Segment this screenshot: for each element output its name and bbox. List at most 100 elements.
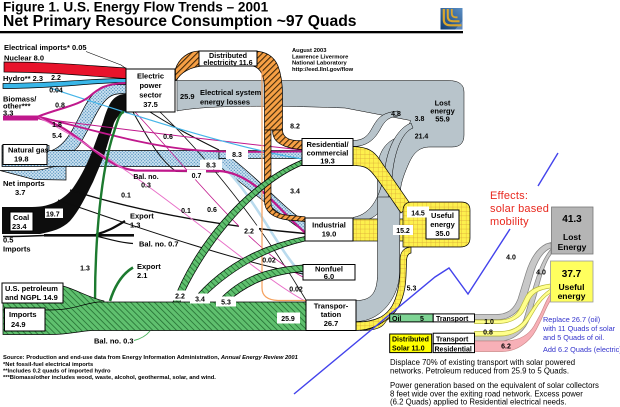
svg-text:0.1: 0.1 bbox=[121, 193, 131, 200]
svg-text:0.1: 0.1 bbox=[181, 208, 191, 215]
svg-text:Residential: Residential bbox=[435, 346, 472, 353]
svg-text:Distributed: Distributed bbox=[392, 337, 429, 344]
svg-text:Transpor-: Transpor- bbox=[314, 302, 349, 311]
svg-text:***Biomass/other includes wood: ***Biomass/other includes wood, waste, a… bbox=[3, 375, 216, 381]
svg-text:**Includes 0.2 quads of import: **Includes 0.2 quads of imported hydro bbox=[3, 369, 111, 375]
svg-text:energy: energy bbox=[558, 291, 586, 301]
svg-text:2.1: 2.1 bbox=[137, 271, 147, 280]
svg-text:41.3: 41.3 bbox=[562, 214, 582, 225]
svg-text:Source: Production and end-us: Source: Production and end-use data from… bbox=[3, 355, 298, 361]
svg-text:mobility: mobility bbox=[490, 216, 529, 228]
svg-text:25.9: 25.9 bbox=[180, 92, 195, 101]
svg-text:2.2: 2.2 bbox=[244, 229, 254, 236]
svg-text:Electrical imports* 0.05: Electrical imports* 0.05 bbox=[4, 43, 87, 52]
svg-text:19.8: 19.8 bbox=[14, 155, 29, 164]
svg-text:4.0: 4.0 bbox=[536, 270, 546, 277]
svg-text:August 2003: August 2003 bbox=[292, 48, 327, 54]
svg-text:Useful: Useful bbox=[559, 282, 585, 292]
svg-text:19.3: 19.3 bbox=[320, 157, 335, 166]
svg-text:electricity 11.6: electricity 11.6 bbox=[203, 58, 252, 67]
svg-text:0.7: 0.7 bbox=[192, 173, 202, 180]
svg-text:Lost: Lost bbox=[563, 232, 581, 242]
svg-text:0.8: 0.8 bbox=[55, 103, 65, 110]
svg-text:19.7: 19.7 bbox=[46, 212, 60, 219]
svg-text:tation: tation bbox=[321, 310, 342, 319]
svg-text:Natural gas: Natural gas bbox=[8, 146, 49, 155]
svg-text:6.0: 6.0 bbox=[324, 272, 334, 281]
svg-text:Transport: Transport bbox=[436, 316, 469, 323]
svg-text:http://eed.llnl.gov/flow: http://eed.llnl.gov/flow bbox=[292, 67, 354, 73]
svg-text:8.3: 8.3 bbox=[232, 152, 242, 159]
svg-text:Displace 70% of existing trans: Displace 70% of existing transport with … bbox=[390, 358, 575, 367]
svg-text:5: 5 bbox=[420, 316, 424, 323]
svg-text:0.02: 0.02 bbox=[289, 287, 303, 294]
svg-text:with 11 Quads of solar: with 11 Quads of solar bbox=[542, 324, 616, 333]
svg-text:Net imports: Net imports bbox=[3, 179, 45, 188]
svg-text:Coal: Coal bbox=[13, 213, 29, 222]
svg-text:8.3: 8.3 bbox=[206, 163, 216, 170]
svg-text:8 feet wide over the exiting r: 8 feet wide over the exiting road networ… bbox=[390, 390, 583, 399]
svg-text:0.8: 0.8 bbox=[483, 330, 493, 337]
svg-text:Nuclear 8.0: Nuclear 8.0 bbox=[4, 54, 44, 63]
svg-text:0.6: 0.6 bbox=[207, 207, 217, 214]
svg-text:Distributed: Distributed bbox=[209, 51, 247, 60]
svg-text:Imports: Imports bbox=[9, 310, 37, 319]
svg-text:1.3: 1.3 bbox=[130, 221, 140, 230]
svg-text:3.8: 3.8 bbox=[415, 116, 425, 123]
svg-text:24.9: 24.9 bbox=[11, 320, 26, 329]
svg-text:solar based: solar based bbox=[490, 203, 549, 215]
svg-text:Bal. no.: Bal. no. bbox=[133, 174, 158, 181]
svg-text:0.6: 0.6 bbox=[163, 134, 173, 141]
svg-text:4.0: 4.0 bbox=[506, 255, 516, 262]
svg-text:3.4: 3.4 bbox=[195, 297, 205, 304]
svg-text:National Laboratory: National Laboratory bbox=[292, 61, 348, 67]
svg-text:Figure 1. U.S. Energy Flow Tre: Figure 1. U.S. Energy Flow Trends – 2001 bbox=[3, 0, 269, 15]
svg-text:21.4: 21.4 bbox=[415, 134, 429, 141]
svg-text:37.7: 37.7 bbox=[562, 269, 582, 280]
svg-text:Biomass/: Biomass/ bbox=[3, 95, 37, 104]
svg-text:1.0: 1.0 bbox=[484, 319, 494, 326]
svg-text:23.4: 23.4 bbox=[12, 222, 27, 231]
svg-text:power: power bbox=[139, 81, 161, 90]
svg-text:8.2: 8.2 bbox=[290, 124, 300, 131]
svg-text:26.7: 26.7 bbox=[324, 319, 339, 328]
svg-text:commercial: commercial bbox=[307, 149, 349, 158]
svg-text:25.9: 25.9 bbox=[281, 316, 295, 323]
svg-text:Export: Export bbox=[130, 212, 154, 221]
svg-text:Export: Export bbox=[137, 262, 161, 271]
svg-text:14.5: 14.5 bbox=[411, 211, 425, 218]
svg-text:Oil: Oil bbox=[392, 316, 401, 323]
svg-text:Power generation based on the: Power generation based on the equivalent… bbox=[390, 381, 599, 390]
svg-text:0.5: 0.5 bbox=[3, 236, 13, 245]
svg-text:Lawrence Livermore: Lawrence Livermore bbox=[292, 54, 349, 60]
svg-text:0.02: 0.02 bbox=[262, 258, 276, 265]
svg-text:networks. Petroleum reduced f: networks. Petroleum reduced from 25.9 to… bbox=[390, 367, 569, 376]
svg-text:Energy: Energy bbox=[558, 242, 587, 252]
svg-text:5.3: 5.3 bbox=[221, 300, 231, 307]
svg-text:0.3: 0.3 bbox=[141, 183, 151, 190]
svg-text:Residential/: Residential/ bbox=[306, 140, 349, 149]
svg-text:6.2: 6.2 bbox=[501, 344, 511, 351]
svg-text:Electric: Electric bbox=[137, 72, 164, 81]
svg-text:55.9: 55.9 bbox=[435, 115, 450, 124]
svg-text:Bal. no. 0.7: Bal. no. 0.7 bbox=[139, 240, 179, 249]
svg-text:2.2: 2.2 bbox=[175, 294, 185, 301]
svg-text:3.4: 3.4 bbox=[290, 189, 300, 196]
svg-text:5.3: 5.3 bbox=[407, 286, 417, 293]
svg-text:Hydro** 2.3: Hydro** 2.3 bbox=[3, 74, 43, 83]
svg-text:1.8: 1.8 bbox=[52, 122, 62, 129]
svg-text:energy losses: energy losses bbox=[200, 98, 250, 107]
svg-text:Replace 26.7 (oil): Replace 26.7 (oil) bbox=[543, 315, 600, 324]
svg-text:4.8: 4.8 bbox=[391, 111, 401, 118]
svg-text:Transport: Transport bbox=[436, 337, 469, 344]
svg-text:Add 6.2 Quads (electric): Add 6.2 Quads (electric) bbox=[543, 345, 620, 354]
svg-text:3.3: 3.3 bbox=[3, 108, 13, 117]
svg-text:0.04: 0.04 bbox=[49, 88, 63, 95]
svg-text:19.0: 19.0 bbox=[322, 230, 337, 239]
svg-text:Net Primary Resource Consumpti: Net Primary Resource Consumption ~97 Qua… bbox=[3, 13, 357, 30]
svg-text:other***: other*** bbox=[3, 102, 31, 111]
svg-text:*Net fossil-fuel electrical im: *Net fossil-fuel electrical imports bbox=[3, 362, 93, 368]
svg-text:5.4: 5.4 bbox=[52, 133, 62, 140]
svg-text:(6.2 Quads) applied to Residen: (6.2 Quads) applied to Residential elect… bbox=[390, 398, 566, 407]
svg-text:Industrial: Industrial bbox=[312, 221, 346, 230]
